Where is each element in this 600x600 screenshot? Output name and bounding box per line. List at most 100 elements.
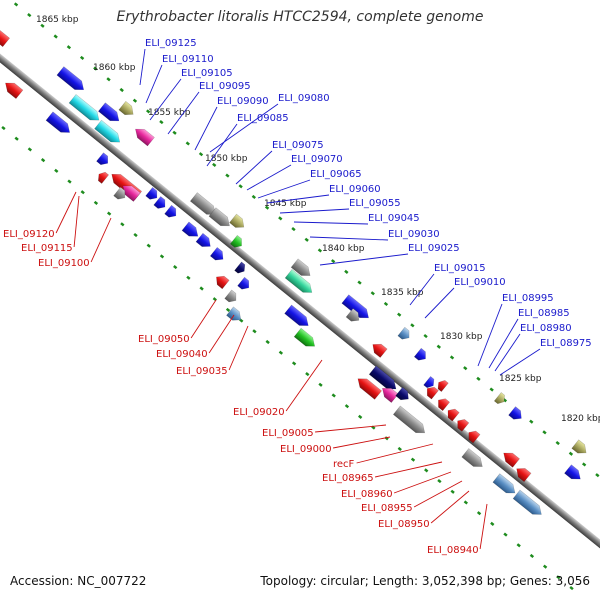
tick-mark (318, 382, 323, 387)
tick-mark (305, 372, 310, 377)
reverse-gene-arrow (216, 275, 230, 290)
tick-mark (238, 184, 243, 189)
forward-gene-arrow (397, 326, 410, 340)
tick-mark (463, 500, 468, 505)
forward-gene-arrow (224, 289, 237, 303)
tick-mark (225, 173, 230, 178)
reverse-gene-label[interactable]: ELI_08955 (361, 503, 413, 514)
blue-leader-line (206, 123, 238, 167)
forward-gene-label[interactable]: ELI_09070 (291, 154, 343, 165)
blue-leader-line (424, 287, 455, 319)
forward-gene-label[interactable]: ELI_09030 (388, 229, 440, 240)
blue-leader-line (266, 194, 330, 204)
forward-gene-label[interactable]: ELI_09125 (145, 38, 197, 49)
reverse-gene-arrow (0, 29, 10, 48)
red-leader-line (375, 461, 443, 478)
tick-mark (476, 511, 482, 516)
forward-gene-label[interactable]: ELI_08975 (540, 338, 592, 349)
forward-gene-label[interactable]: ELI_09075 (272, 140, 324, 151)
reverse-gene-label[interactable]: ELI_08960 (341, 489, 393, 500)
blue-leader-line (279, 208, 350, 214)
forward-gene-label[interactable]: ELI_09010 (454, 277, 506, 288)
forward-gene-label[interactable]: ELI_09015 (434, 263, 486, 274)
tick-mark (476, 376, 481, 381)
forward-gene-label[interactable]: ELI_08985 (518, 308, 570, 319)
tick-mark (344, 269, 349, 274)
tick-mark (330, 259, 336, 264)
forward-gene-label[interactable]: ELI_09060 (329, 184, 381, 195)
forward-gene-label[interactable]: ELI_09080 (278, 93, 330, 104)
reverse-gene-arrow (135, 128, 155, 147)
reverse-gene-label[interactable]: ELI_09100 (38, 258, 90, 269)
tick-mark (225, 307, 231, 312)
tick-mark (344, 404, 350, 409)
reverse-gene-label[interactable]: ELI_09005 (262, 428, 314, 439)
reverse-gene-label[interactable]: ELI_09035 (176, 366, 228, 377)
tick-mark (133, 232, 138, 238)
tick-mark (199, 286, 204, 291)
reverse-gene-label[interactable]: ELI_09050 (138, 334, 190, 345)
reverse-gene-label[interactable]: recF (333, 459, 355, 470)
tick-mark (146, 109, 151, 114)
reverse-gene-label[interactable]: ELI_09040 (156, 349, 208, 360)
forward-gene-arrow (493, 392, 505, 405)
reverse-gene-label[interactable]: ELI_09000 (280, 444, 332, 455)
forward-gene-arrow (94, 119, 121, 143)
forward-gene-arrow (98, 102, 120, 122)
tick-mark (53, 34, 58, 39)
reverse-gene-label[interactable]: ELI_08950 (378, 519, 430, 530)
forward-gene-label[interactable]: ELI_09025 (408, 243, 460, 254)
red-leader-line (393, 471, 452, 494)
tick-mark (27, 147, 33, 152)
forward-gene-label[interactable]: ELI_08980 (520, 323, 572, 334)
reverse-gene-label[interactable]: ELI_09115 (21, 243, 73, 254)
tick-mark (79, 55, 85, 60)
genome-summary: Topology: circular; Length: 3,052,398 bp… (260, 574, 590, 588)
forward-gene-label[interactable]: ELI_09090 (217, 96, 269, 107)
reverse-gene-label[interactable]: ELI_09020 (233, 407, 285, 418)
tick-mark (503, 532, 508, 537)
forward-gene-arrow (145, 187, 158, 200)
tick-mark (251, 194, 257, 200)
accession-text: Accession: NC_007722 (10, 574, 147, 588)
tick-mark (212, 162, 217, 167)
blue-leader-line (499, 348, 541, 376)
forward-gene-arrow (208, 207, 230, 227)
forward-gene-label[interactable]: ELI_09085 (237, 113, 289, 124)
forward-gene-arrow (229, 213, 245, 228)
tick-mark (159, 254, 165, 259)
tick-mark (265, 339, 270, 345)
tick-mark (304, 237, 309, 242)
tick-mark (436, 344, 441, 349)
tick-mark (146, 243, 151, 248)
tick-mark (80, 190, 85, 195)
forward-gene-arrow (118, 100, 134, 115)
forward-gene-label[interactable]: ELI_09095 (199, 81, 251, 92)
tick-mark (463, 366, 468, 371)
reverse-gene-arrow (516, 468, 532, 483)
reverse-gene-label[interactable]: ELI_08940 (427, 545, 479, 556)
forward-gene-label[interactable]: ELI_09055 (349, 198, 401, 209)
tick-mark (556, 575, 561, 580)
forward-gene-label[interactable]: ELI_09045 (368, 213, 420, 224)
blue-leader-line (145, 64, 163, 104)
forward-gene-label[interactable]: ELI_09110 (162, 54, 214, 65)
feature-labels: ELI_09125ELI_09110ELI_09105ELI_09095ELI_… (3, 38, 592, 556)
reverse-gene-arrow (457, 419, 470, 432)
blue-leader-line (235, 150, 273, 185)
forward-gene-label[interactable]: ELI_08995 (502, 293, 554, 304)
forward-gene-label[interactable]: ELI_09065 (310, 169, 362, 180)
red-leader-line (285, 359, 323, 412)
tick-mark (370, 291, 375, 296)
forward-gene-arrow (392, 405, 426, 434)
forward-gene-label[interactable]: ELI_09105 (181, 68, 233, 79)
forward-gene-arrow (45, 111, 70, 133)
reverse-gene-label[interactable]: ELI_08965 (322, 473, 374, 484)
tick-mark (555, 440, 560, 446)
reverse-gene-label[interactable]: ELI_09120 (3, 229, 55, 240)
tick-mark (66, 45, 72, 50)
tick-mark (278, 216, 283, 221)
tick-mark (186, 275, 191, 280)
